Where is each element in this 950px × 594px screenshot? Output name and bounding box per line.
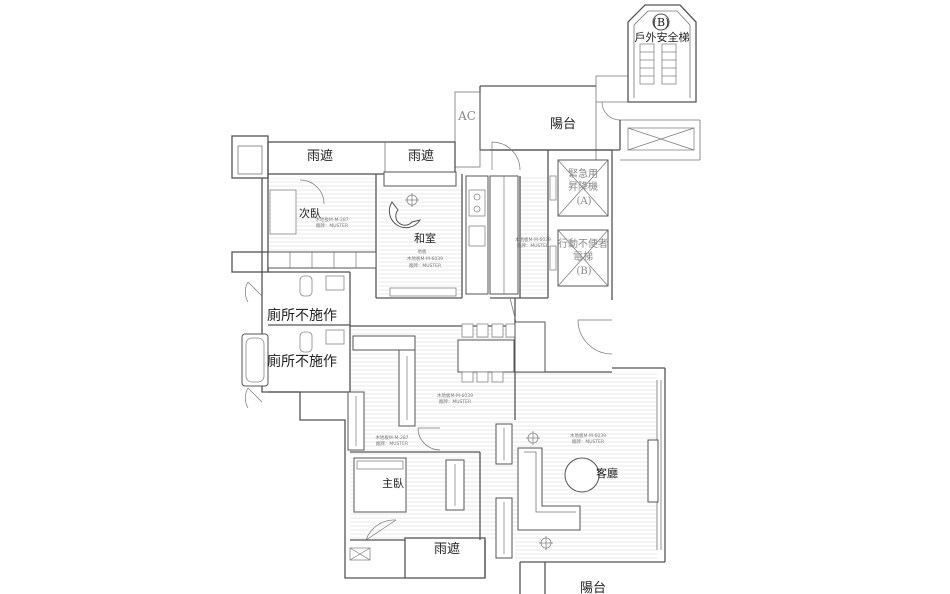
outdoor-stair: (B) 戶外安全梯 xyxy=(595,4,701,161)
living-room-label: 客廳 xyxy=(596,466,618,480)
top-balcony-label: 陽台 xyxy=(550,117,576,132)
master-note-2: 廠牌：MUSTER xyxy=(376,440,408,447)
sink-1-icon xyxy=(325,275,345,291)
kitchen-sink xyxy=(468,225,486,247)
toilet-2-label: 廁所不施作 xyxy=(267,353,337,370)
second-bedroom-bed xyxy=(269,189,297,235)
entry-door-arc xyxy=(577,319,613,355)
stair-b-label: (B) xyxy=(653,16,670,29)
tatami-top-cabinet xyxy=(383,171,457,187)
bath-door-arc-1 xyxy=(244,281,263,303)
outdoor-stair-label: 戶外安全梯 xyxy=(635,30,690,44)
living-room: 客廳 木地板M-M-6039 廠牌：MUSTER xyxy=(495,423,659,559)
stair-flight-left xyxy=(639,43,655,85)
kitchen-stove xyxy=(468,189,486,217)
second-bedroom-note-2: 廠牌：MUSTER xyxy=(316,222,348,229)
tatami-walls xyxy=(376,174,463,299)
corridor-note-1: 木地板M-M-6039 xyxy=(437,392,473,399)
master-bedroom-walls xyxy=(350,451,481,541)
elevator-core-walls xyxy=(490,149,613,300)
ac-platform xyxy=(454,91,481,168)
bath-door-arc-2 xyxy=(244,387,263,409)
living-note-2: 廠牌：MUSTER xyxy=(572,438,604,445)
toilet-2-icon xyxy=(299,331,313,353)
top-rain-shelters: 雨遮 雨遮 xyxy=(231,135,456,179)
second-bedroom: 次臥 木地板M-M-287 廠牌：MUSTER xyxy=(267,179,377,269)
dining-chair xyxy=(461,323,474,338)
tatami-room-label: 和室 xyxy=(414,231,436,245)
elevator-a-label-3: (A) xyxy=(576,196,591,207)
tv-cabinet xyxy=(647,439,659,503)
master-door-arc xyxy=(365,519,397,541)
second-bedroom-note-1: 木地板M-M-287 xyxy=(315,216,348,223)
l-shaped-sofa xyxy=(517,447,581,531)
elevator-a-door xyxy=(549,175,557,201)
living-room-walls xyxy=(514,367,666,562)
corner-column-top-inner xyxy=(237,145,263,175)
rain-shelter-2-label: 雨遮 xyxy=(408,148,434,164)
bathrooms: 廁所不施作 廁所不施作 xyxy=(241,275,345,409)
stair-tower-outline xyxy=(627,4,697,103)
master-bedroom-label: 主臥 xyxy=(382,477,404,490)
tatami-bottom-shelf xyxy=(389,287,457,297)
elevator-lobby-floor xyxy=(520,176,548,294)
tatami-note-3: 廠牌：MUSTER xyxy=(409,262,441,269)
coffee-table xyxy=(564,457,600,493)
elevator-b-label-1: 行動不便者 xyxy=(558,237,608,250)
stair-tower-inner xyxy=(633,10,691,98)
corridor-dining: 木地板M-M-6039 廠牌：MUSTER xyxy=(352,297,613,451)
dining-table xyxy=(457,339,515,373)
top-balcony: 陽台 AC xyxy=(454,85,621,168)
stair-flight-right xyxy=(661,43,677,85)
dining-chair xyxy=(505,323,516,338)
elevator-a-label-1: 緊急用 xyxy=(568,167,598,180)
lobby-note-1: 木地板M-M-6039 xyxy=(515,236,551,243)
lobby-note-2: 廠牌：MUSTER xyxy=(517,242,549,249)
second-bedroom-label: 次臥 xyxy=(299,206,321,220)
elevator-a: 緊急用 昇降機 (A) xyxy=(549,159,609,217)
elevator-a-label-2: 昇降機 xyxy=(568,180,598,193)
tatami-note-2: 木地板M-M-6039 xyxy=(407,255,443,262)
dining-chair xyxy=(491,323,504,338)
elevator-b-label-2: 電梯 xyxy=(573,250,593,263)
cabinet-row xyxy=(267,251,377,269)
toilet-1-label: 廁所不施作 xyxy=(267,307,337,324)
master-bedroom: 主臥 木地板M-M-287 廠牌：MUSTER xyxy=(347,391,465,561)
entry-bench xyxy=(352,335,416,351)
stair-landing xyxy=(595,75,701,161)
master-note-1: 木地板M-M-287 xyxy=(375,434,408,441)
elevator-b-door xyxy=(549,245,557,271)
tatami-note-1: 地板 xyxy=(418,248,427,255)
stair-b-marker xyxy=(652,13,670,31)
second-bedroom-door-arc xyxy=(299,179,325,205)
kitchen: 木地板M-M-6039 廠牌：MUSTER xyxy=(465,141,551,295)
sink-2-icon xyxy=(325,329,345,345)
elevator-b: 行動不便者 電梯 (B) xyxy=(549,229,609,287)
dining-chair xyxy=(491,371,504,383)
ac-label: AC xyxy=(457,109,476,123)
rain-shelter-bottom-label: 雨遮 xyxy=(434,541,460,557)
rain-shelter-bottom xyxy=(404,537,486,579)
dining-chair xyxy=(476,323,489,338)
left-exterior-wall xyxy=(261,178,405,579)
stair-door-arc xyxy=(601,101,621,121)
toilet-1-icon xyxy=(299,275,313,297)
bathroom-walls xyxy=(268,272,351,393)
corridor-door-arc xyxy=(417,427,441,451)
rain-shelter-1-label: 雨遮 xyxy=(307,148,333,164)
sideboard xyxy=(514,321,546,373)
elevator-b-label-3: (B) xyxy=(576,266,591,277)
tatami-armchair xyxy=(388,201,422,229)
living-note-1: 木地板M-M-6039 xyxy=(570,432,606,439)
kitchen-door-arc xyxy=(491,141,521,171)
corridor-note-2: 廠牌：MUSTER xyxy=(439,398,471,405)
bottom-outdoor: 雨遮 陽台 xyxy=(404,537,606,594)
tatami-room: 和室 地板 木地板M-M-6039 廠牌：MUSTER xyxy=(383,171,457,297)
bottom-balcony-label: 陽台 xyxy=(580,581,606,594)
corner-column-top xyxy=(231,135,269,179)
main-walls xyxy=(231,149,666,594)
dining-chair xyxy=(461,371,474,383)
dining-chair xyxy=(476,371,489,383)
